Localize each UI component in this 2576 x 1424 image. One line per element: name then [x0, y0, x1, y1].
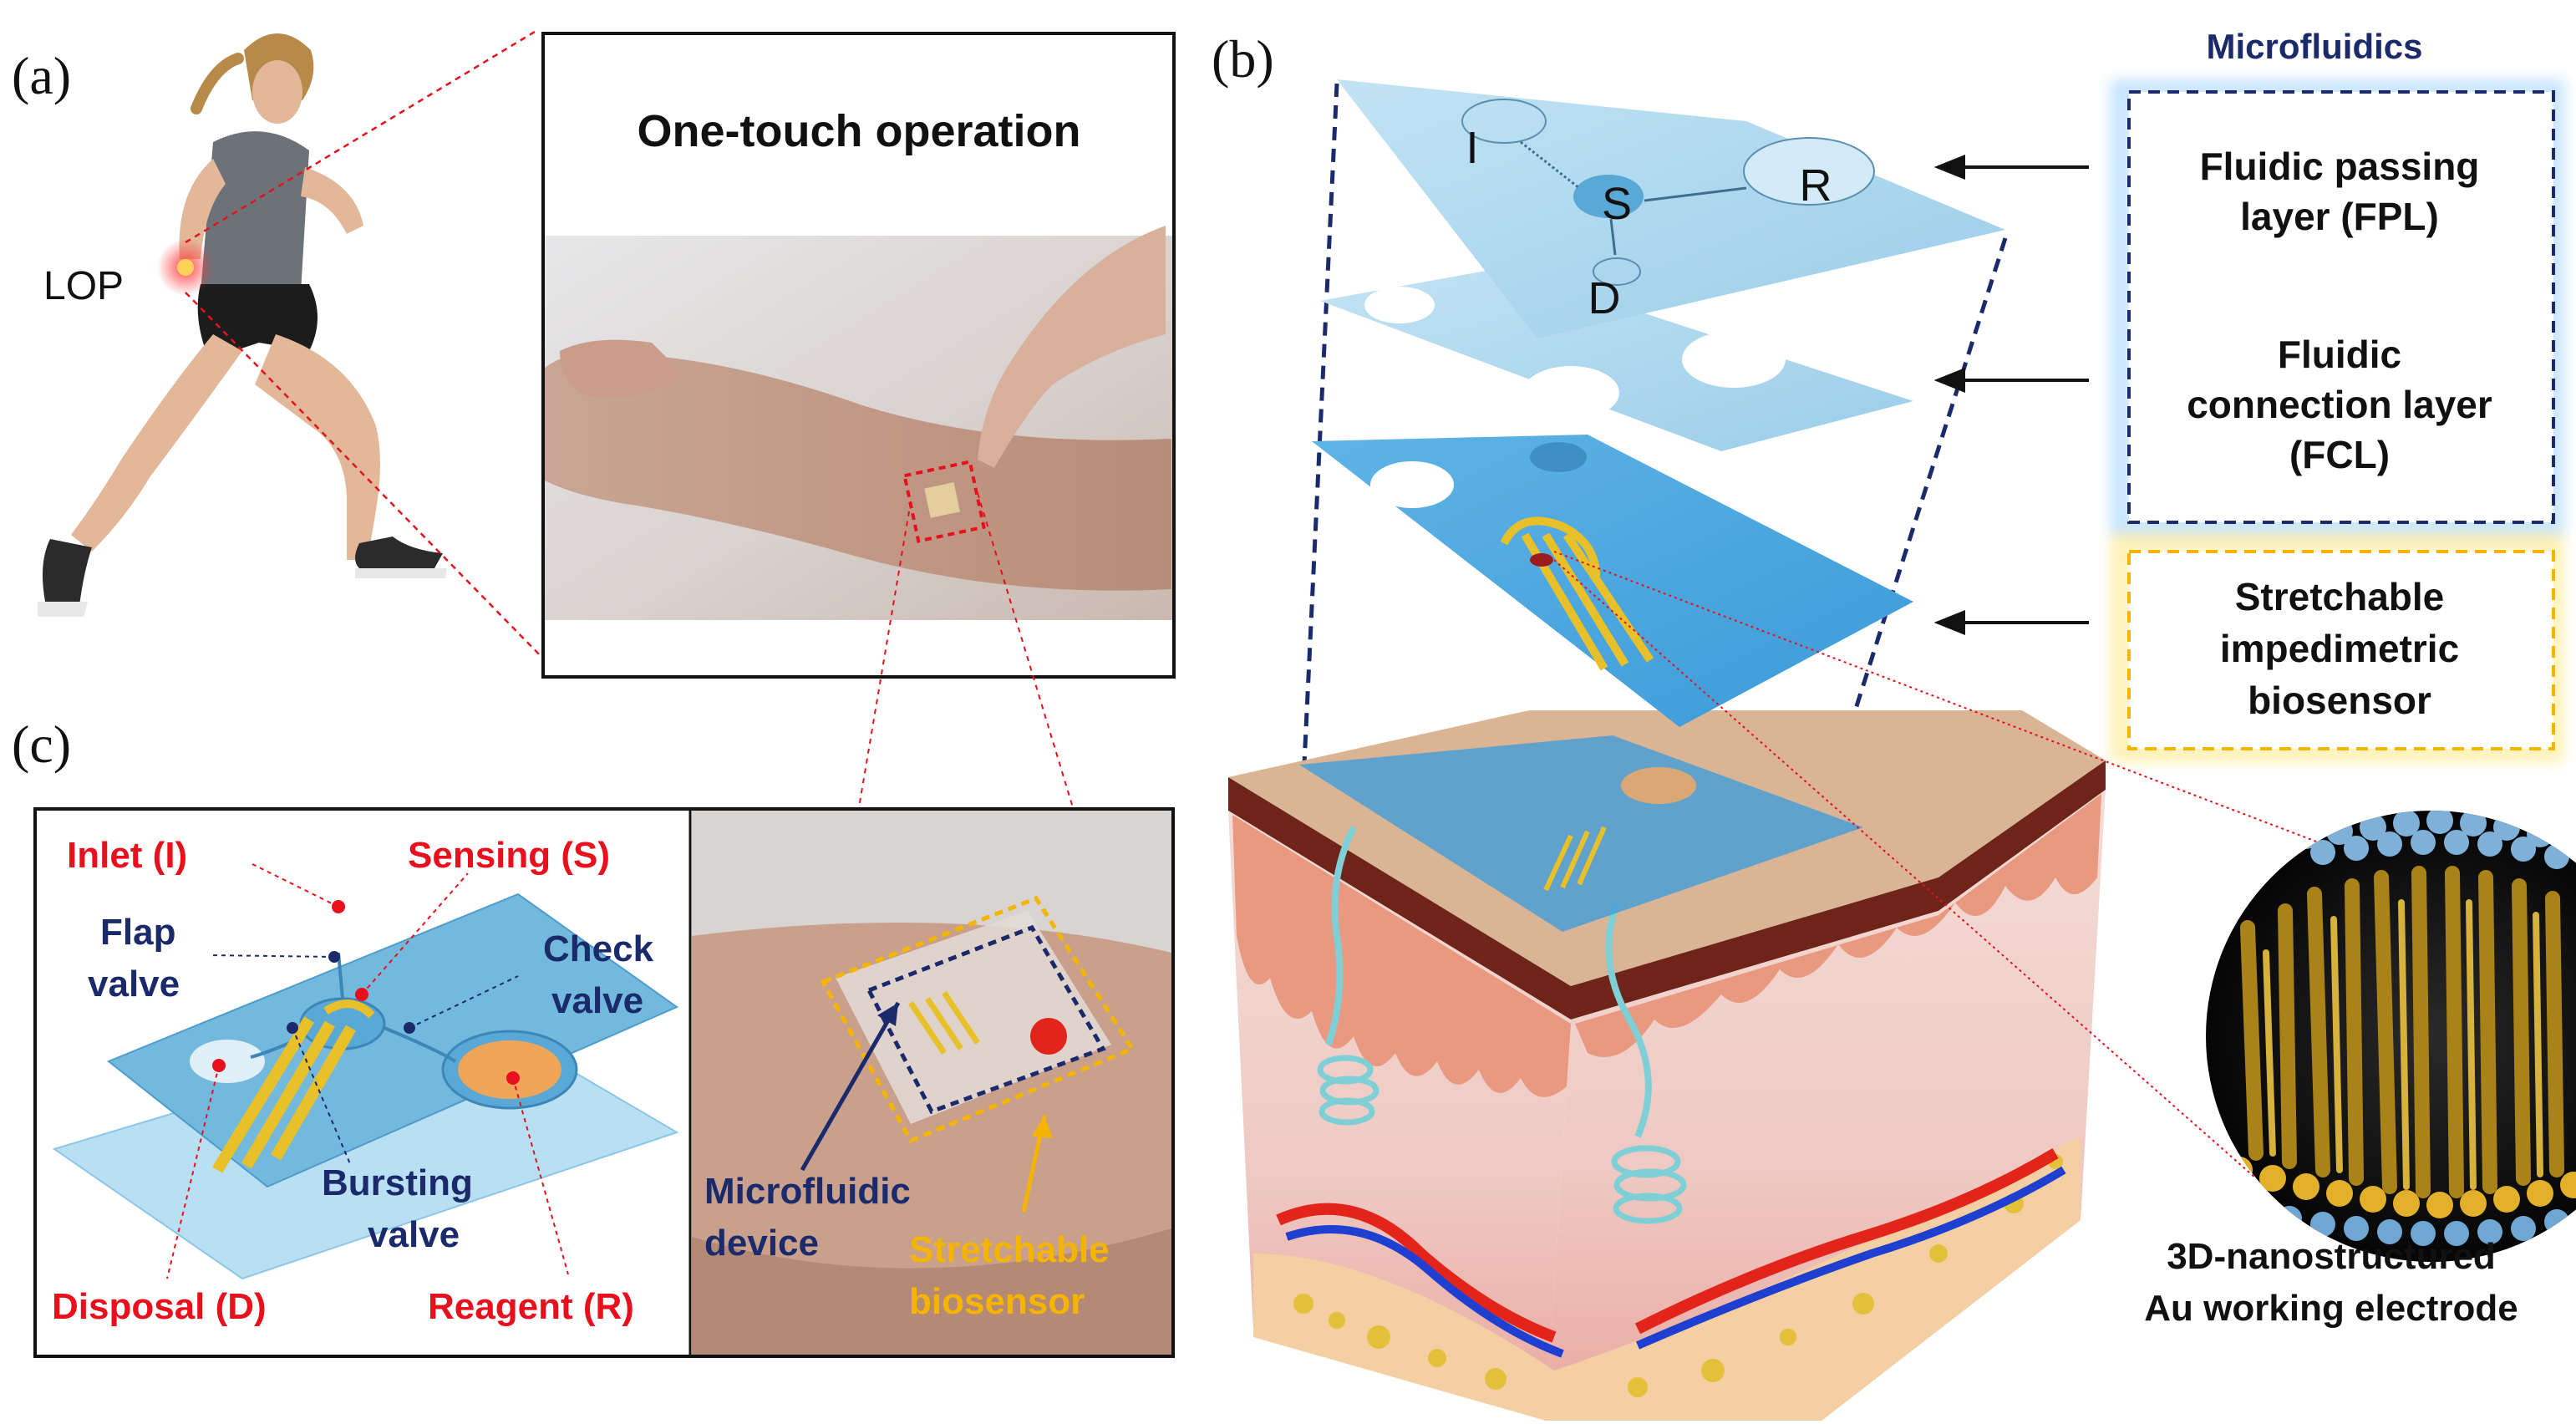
sensor-label-line3: biosensor: [2248, 679, 2431, 722]
lop-label: LOP: [43, 264, 124, 308]
one-touch-inset: One-touch operation: [541, 32, 1176, 679]
check-valve-label-line2: valve: [551, 980, 643, 1021]
electrode-label-line2: Au working electrode: [2144, 1288, 2518, 1329]
bursting-valve-label-line1: Bursting: [322, 1162, 473, 1203]
electrode-label-line1: 3D-nanostructured: [2167, 1236, 2496, 1277]
sensor-label-line1: Stretchable: [2235, 575, 2445, 618]
skin-cross-section: [1228, 710, 2106, 1421]
fcl-label-line3: (FCL): [2289, 433, 2390, 476]
microfluidic-label-line2: device: [704, 1223, 819, 1264]
port-d-label: D: [1588, 273, 1621, 323]
panel-c-letter: (c): [12, 715, 71, 774]
microfluidics-box: [2110, 79, 2564, 536]
zoom-line-nano-bottom: [1553, 559, 2257, 1179]
schematic-callouts: [166, 862, 569, 1279]
microfluidic-label-line1: Microfluidic: [704, 1171, 911, 1212]
fcl-label-line2: connection layer: [2187, 383, 2492, 426]
zoom-line-top: [185, 30, 536, 244]
bursting-valve-label-line2: valve: [368, 1214, 460, 1255]
device-schematic: [52, 893, 679, 1280]
panel-a-letter: (a): [12, 46, 71, 105]
port-s-label: S: [1602, 179, 1632, 229]
nanostructure-inset: [2206, 811, 2576, 1262]
fpl-label-line2: layer (FPL): [2240, 195, 2439, 238]
flap-valve-label-line2: valve: [88, 964, 180, 1004]
inset-title: One-touch operation: [638, 106, 1081, 156]
fpl-layer: [1337, 79, 2005, 338]
port-r-label: R: [1800, 160, 1832, 211]
panel-b-letter: (b): [1212, 29, 1274, 89]
sensing-label: Sensing (S): [408, 835, 610, 876]
microfluidics-title: Microfluidics: [2206, 27, 2422, 66]
sensor-label-line2: impedimetric: [2220, 627, 2459, 670]
device-photo: [692, 811, 1171, 1355]
biosensor-box: [2111, 533, 2563, 762]
stretchable-label-line1: Stretchable: [909, 1229, 1110, 1270]
check-valve-label-line1: Check: [543, 928, 654, 969]
layer-arrows: [1933, 155, 2089, 635]
zoom-line-nano-top: [1553, 551, 2324, 845]
sensor-layer: [1312, 435, 1913, 727]
stretchable-label-line2: biosensor: [909, 1281, 1085, 1322]
zoom-line-bottom: [185, 292, 546, 661]
guide-line-left: [1301, 83, 1339, 782]
runner-figure: [38, 33, 447, 617]
fcl-label-line1: Fluidic: [2278, 333, 2401, 376]
reagent-label: Reagent (R): [428, 1286, 634, 1327]
fpl-label-line1: Fluidic passing: [2200, 145, 2480, 188]
flap-valve-label-line1: Flap: [100, 912, 175, 953]
port-i-label: I: [1466, 123, 1478, 173]
inlet-label: Inlet (I): [67, 835, 187, 876]
zoom-line-c-left: [822, 501, 912, 1020]
fcl-layer: [1320, 267, 1913, 469]
disposal-label: Disposal (D): [52, 1286, 267, 1327]
